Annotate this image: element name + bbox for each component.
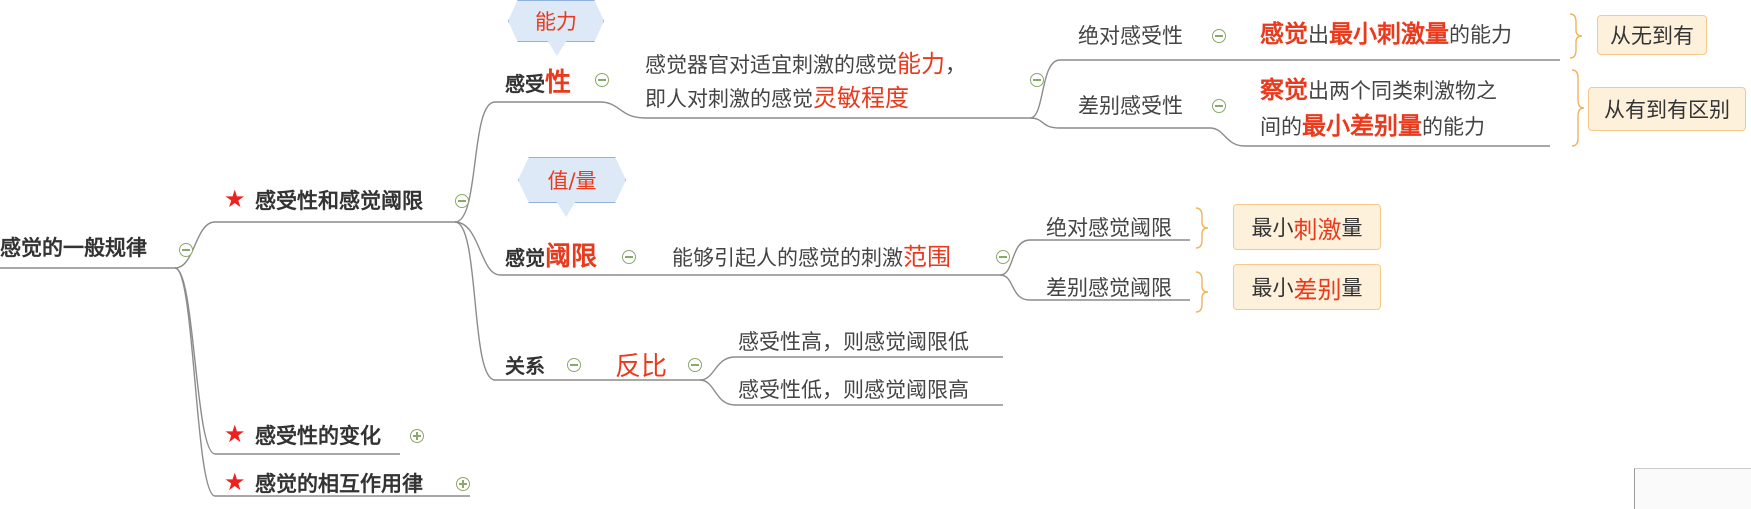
abs-desc-hl1: 感觉 (1260, 20, 1308, 48)
note-from-nothing: 从无到有 (1597, 15, 1707, 55)
callout-tail (547, 40, 567, 56)
branch-interaction[interactable]: 感觉的相互作用律 (255, 472, 423, 496)
relation-value[interactable]: 反比 (615, 352, 668, 382)
diff-desc-hl1: 察觉 (1260, 76, 1308, 104)
note-min-difference: 最小差别量 (1233, 264, 1381, 310)
abs-desc-hl2: 最小刺激量 (1329, 20, 1449, 48)
node-threshold[interactable]: 感觉阈限 (505, 244, 597, 270)
node-sensitivity-prefix: 感受 (505, 72, 545, 96)
callout-value-text: 值/量 (547, 169, 597, 193)
callout-ability-text: 能力 (535, 10, 577, 34)
node-absolute-sensitivity[interactable]: 绝对感受性 (1078, 24, 1183, 48)
branch-sensitivity-change[interactable]: 感受性的变化 (255, 424, 381, 448)
star-icon: ★ (224, 468, 246, 496)
diff-desc-rest: 出两个同类刺激物之 (1308, 79, 1497, 103)
def1-pre: 感觉器官对适宜刺激的感觉 (645, 53, 897, 77)
note-min-stim-hl: 刺激 (1293, 215, 1342, 244)
note-to-distinction-text: 从有到有区别 (1604, 98, 1730, 122)
expand-toggle-branch3[interactable] (456, 477, 470, 491)
collapse-toggle-diff-sens[interactable] (1212, 99, 1226, 113)
absolute-sensitivity-desc: 感觉出最小刺激量的能力 (1260, 22, 1512, 46)
abs-desc-mid: 出 (1308, 23, 1329, 47)
relation-line1[interactable]: 感受性高，则感觉阈限低 (738, 330, 969, 354)
callout-ability: 能力 (508, 0, 604, 42)
relation-line2[interactable]: 感受性低，则感觉阈限高 (738, 378, 969, 402)
callout-value: 值/量 (518, 157, 626, 203)
def1-post: ， (945, 53, 966, 77)
collapse-toggle-root[interactable] (179, 243, 193, 257)
expand-toggle-branch2[interactable] (410, 429, 424, 443)
def1-hl: 能力 (897, 50, 945, 78)
collapse-toggle-threshold[interactable] (622, 250, 636, 264)
node-difference-sensitivity[interactable]: 差别感受性 (1078, 94, 1183, 118)
difference-sensitivity-desc-line1: 察觉出两个同类刺激物之 (1260, 78, 1497, 102)
node-relation[interactable]: 关系 (505, 354, 545, 378)
thr-def-pre: 能够引起人的感觉的刺激 (672, 246, 903, 270)
node-threshold-highlight: 阈限 (545, 242, 598, 272)
window-corner (1634, 468, 1751, 509)
branch-sensitivity-threshold[interactable]: 感受性和感觉阈限 (255, 189, 423, 213)
def2-hl: 灵敏程度 (813, 84, 909, 112)
node-difference-threshold[interactable]: 差别感觉阈限 (1046, 276, 1172, 300)
threshold-definition: 能够引起人的感觉的刺激范围 (672, 245, 951, 269)
note-min-diff-post: 量 (1341, 276, 1363, 300)
note-min-stim-post: 量 (1341, 216, 1363, 240)
sensitivity-definition-line1: 感觉器官对适宜刺激的感觉能力， (645, 52, 966, 76)
node-absolute-threshold[interactable]: 绝对感觉阈限 (1046, 216, 1172, 240)
note-min-diff-pre: 最小 (1251, 276, 1294, 300)
collapse-toggle-sensitivity[interactable] (595, 73, 609, 87)
note-min-diff-hl: 差别 (1293, 275, 1342, 304)
abs-desc-post: 的能力 (1449, 23, 1512, 47)
note-to-distinction: 从有到有区别 (1588, 87, 1746, 131)
node-threshold-prefix: 感觉 (505, 246, 545, 270)
collapse-toggle-threshold-def[interactable] (996, 250, 1010, 264)
collapse-toggle-sensitivity-def[interactable] (1030, 73, 1044, 87)
difference-sensitivity-desc-line2: 间的最小差别量的能力 (1260, 114, 1485, 138)
node-sensitivity-highlight: 性 (545, 68, 572, 98)
collapse-toggle-relation-value[interactable] (688, 358, 702, 372)
collapse-toggle-relation[interactable] (567, 358, 581, 372)
diff-desc-hl2: 最小差别量 (1302, 112, 1422, 140)
star-icon: ★ (224, 185, 246, 213)
sensitivity-definition-line2: 即人对刺激的感觉灵敏程度 (645, 86, 909, 110)
note-min-stimulus: 最小刺激量 (1233, 204, 1381, 250)
star-icon: ★ (224, 420, 246, 448)
root-topic[interactable]: 感觉的一般规律 (0, 236, 147, 260)
diff-desc-pre: 间的 (1260, 115, 1302, 139)
note-from-nothing-text: 从无到有 (1610, 24, 1694, 48)
def2-pre: 即人对刺激的感觉 (645, 87, 813, 111)
diff-desc-post: 的能力 (1422, 115, 1485, 139)
thr-def-hl: 范围 (903, 243, 951, 271)
note-min-stim-pre: 最小 (1251, 216, 1294, 240)
callout-tail (556, 201, 576, 217)
collapse-toggle-abs-sens[interactable] (1212, 29, 1226, 43)
node-sensitivity[interactable]: 感受性 (505, 70, 571, 96)
collapse-toggle-branch1[interactable] (455, 194, 469, 208)
